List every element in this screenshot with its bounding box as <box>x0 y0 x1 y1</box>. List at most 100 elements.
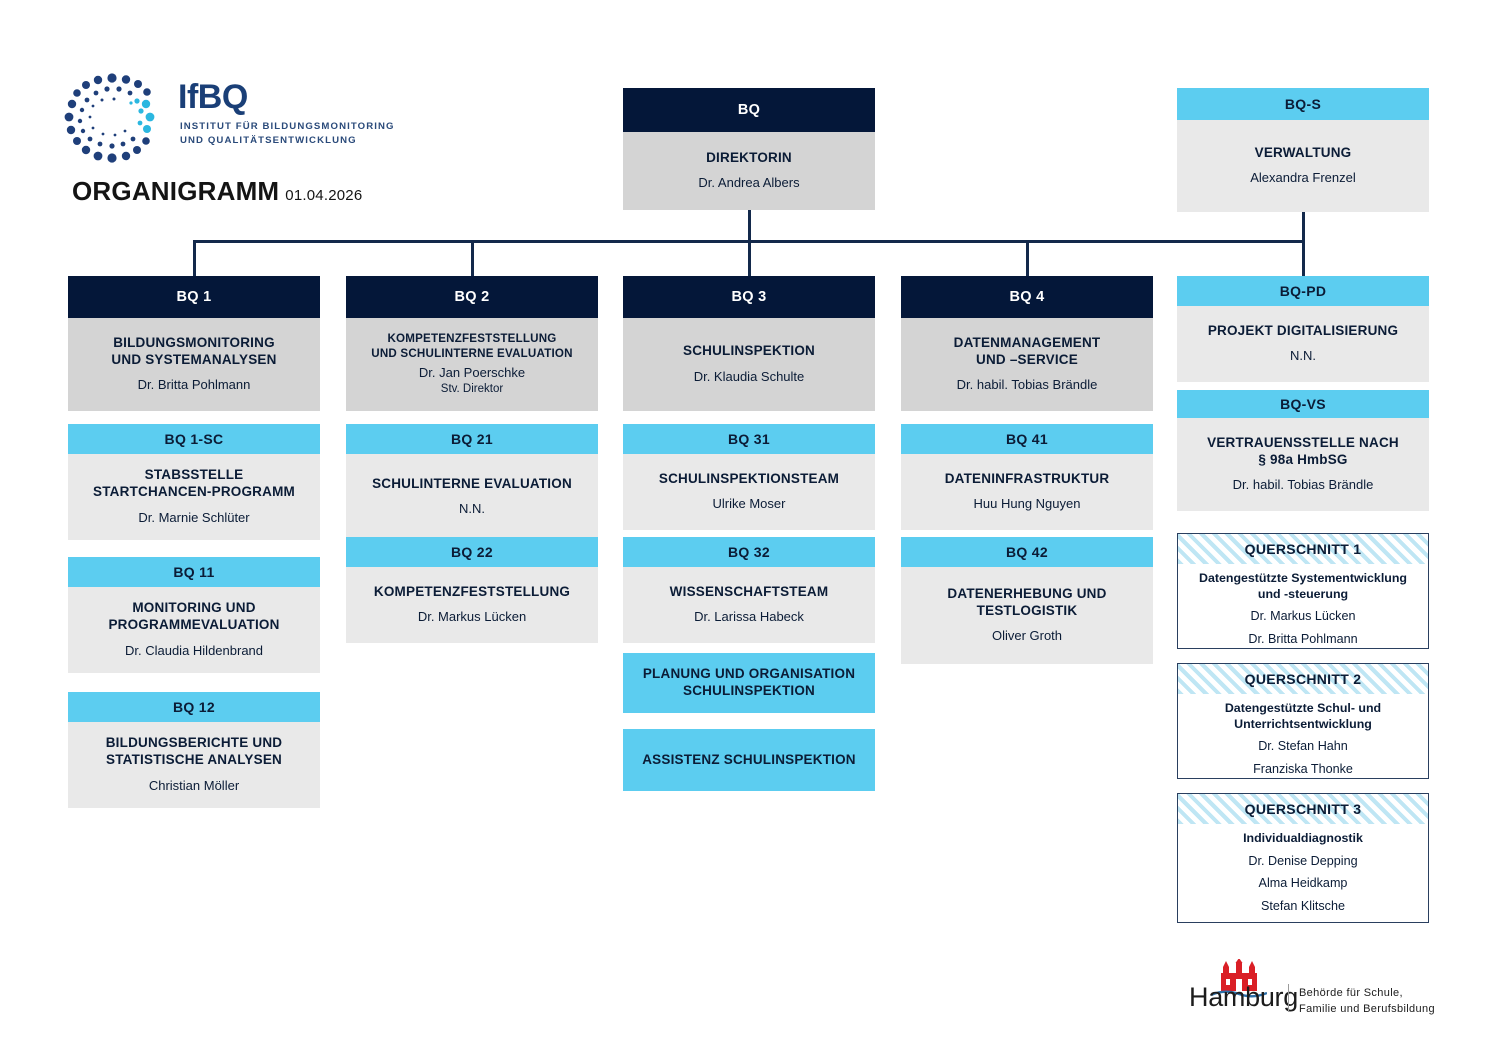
unit-bqvs-code-header: BQ-VS <box>1177 390 1429 418</box>
querschnitt-2-header: QUERSCHNITT 2 <box>1178 664 1428 694</box>
unit-bq12-code-header: BQ 12 <box>68 692 320 722</box>
department-bq3-title: SCHULINSPEKTION <box>682 343 815 359</box>
unit-bqvs-title-line2: § 98a HmbSG <box>1258 451 1348 467</box>
department-bq2-code: BQ 2 <box>454 289 490 305</box>
page-title-text: ORGANIGRAMM <box>72 176 280 206</box>
unit-bq31-code: BQ 31 <box>728 431 770 447</box>
unit-bq42-box: DATENERHEBUNG UND TESTLOGISTIK Oliver Gr… <box>901 567 1153 664</box>
director-person: Dr. Andrea Albers <box>698 175 800 191</box>
unit-bq1sc-box: STABSSTELLE STARTCHANCEN-PROGRAMM Dr. Ma… <box>68 454 320 540</box>
querschnitt-2-subtitle-line2: Unterrichtsentwicklung <box>1234 716 1372 731</box>
department-bq2-box: KOMPETENZFESTSTELLUNG UND SCHULINTERNE E… <box>346 318 598 411</box>
hamburg-crest-icon <box>1211 959 1267 998</box>
administration-code-header: BQ-S <box>1177 88 1429 120</box>
unit-planung-organisation-line2: SCHULINSPEKTION <box>682 683 815 698</box>
unit-bq22-code: BQ 22 <box>451 544 493 560</box>
footer-agency-line2: Familie und Berufsbildung <box>1299 1002 1435 1015</box>
ifbq-dot-ring-logo <box>64 73 155 163</box>
querschnitt-3-header: QUERSCHNITT 3 <box>1178 794 1428 824</box>
unit-bq32-title: WISSENSCHAFTSTEAM <box>669 583 829 599</box>
department-bq1-title-line2: UND SYSTEMANALYSEN <box>111 351 277 367</box>
querschnitt-3-person-3: Stefan Klitsche <box>1260 898 1345 913</box>
querschnitt-1-person-2: Dr. Britta Pohlmann <box>1248 631 1358 646</box>
department-bq2-person-note: Stv. Direktor <box>440 383 504 396</box>
unit-bq42-title-line1: DATENERHEBUNG UND <box>947 585 1107 601</box>
connector-drop-bq4 <box>1026 240 1029 276</box>
querschnitt-2-box: QUERSCHNITT 2 Datengestützte Schul- und … <box>1177 663 1429 779</box>
unit-bq21-box: SCHULINTERNE EVALUATION N.N. <box>346 454 598 540</box>
querschnitt-1-person-1: Dr. Markus Lücken <box>1250 609 1356 623</box>
department-bq3-box: SCHULINSPEKTION Dr. Klaudia Schulte <box>623 318 875 411</box>
unit-bq1sc-title: STABSSTELLE STARTCHANCEN-PROGRAMM <box>93 467 295 501</box>
unit-bq11-title-line1: MONITORING UND <box>132 600 256 616</box>
unit-planung-organisation-line1: PLANUNG UND ORGANISATION <box>642 666 856 682</box>
unit-bq21-title: SCHULINTERNE EVALUATION <box>372 475 572 491</box>
unit-bqpd-person: N.N. <box>1290 348 1316 364</box>
department-bq4-title-line2: UND –SERVICE <box>976 351 1078 367</box>
querschnitt-2-person-1: Dr. Stefan Hahn <box>1258 739 1348 753</box>
unit-bqpd-title: PROJEKT DIGITALISIERUNG <box>1207 322 1399 338</box>
unit-bq22-person: Dr. Markus Lücken <box>417 609 527 625</box>
unit-bq12-code: BQ 12 <box>173 699 215 715</box>
unit-bq31-box: SCHULINSPEKTIONSTEAM Ulrike Moser <box>623 454 875 530</box>
department-bq2-title: KOMPETENZFESTSTELLUNG UND SCHULINTERNE E… <box>371 332 572 361</box>
footer-divider <box>1288 984 1289 1012</box>
unit-bqpd-code-header: BQ-PD <box>1177 276 1429 306</box>
unit-bq41-code: BQ 41 <box>1006 431 1048 447</box>
connector-drop-bq3 <box>748 240 751 276</box>
administration-box: VERWALTUNG Alexandra Frenzel <box>1177 120 1429 212</box>
unit-bq21-code: BQ 21 <box>451 431 493 447</box>
department-bq3-person: Dr. Klaudia Schulte <box>693 368 805 384</box>
unit-bq42-code-header: BQ 42 <box>901 537 1153 567</box>
department-bq1-person: Dr. Britta Pohlmann <box>137 377 251 393</box>
administration-person: Alexandra Frenzel <box>1250 170 1356 186</box>
querschnitt-3-box: QUERSCHNITT 3 Individualdiagnostik Dr. D… <box>1177 793 1429 923</box>
unit-bq12-box: BILDUNGSBERICHTE UND STATISTISCHE ANALYS… <box>68 722 320 808</box>
unit-bq12-title-line1: BILDUNGSBERICHTE UND <box>105 735 283 751</box>
unit-bq1sc-code-header: BQ 1-SC <box>68 424 320 454</box>
unit-bq1sc-title-line2: STARTCHANCEN-PROGRAMM <box>93 484 295 500</box>
unit-bq11-code: BQ 11 <box>173 564 215 580</box>
querschnitt-2-subtitle: Datengestützte Schul- und Unterrichtsent… <box>1186 701 1420 732</box>
department-bq3-code: BQ 3 <box>731 289 767 305</box>
unit-bq12-title-line2: STATISTISCHE ANALYSEN <box>106 752 282 768</box>
administration-role: VERWALTUNG <box>1254 144 1352 160</box>
querschnitt-1-subtitle-line2: und -steuerung <box>1257 586 1349 601</box>
querschnitt-1-box: QUERSCHNITT 1 Datengestützte Systementwi… <box>1177 533 1429 649</box>
unit-bq42-title: DATENERHEBUNG UND TESTLOGISTIK <box>947 586 1106 620</box>
unit-bq32-code: BQ 32 <box>728 544 770 560</box>
unit-bq11-title: MONITORING UND PROGRAMMEVALUATION <box>108 600 279 634</box>
unit-bqvs-title: VERTRAUENSSTELLE NACH § 98a HmbSG <box>1207 435 1399 469</box>
querschnitt-3-body: Individualdiagnostik Dr. Denise Depping … <box>1178 824 1428 924</box>
unit-bq32-box: WISSENSCHAFTSTEAM Dr. Larissa Habeck <box>623 567 875 643</box>
department-bq4-title-line1: DATENMANAGEMENT <box>953 334 1101 350</box>
connector-drop-bq2 <box>471 240 474 276</box>
department-bq1-code: BQ 1 <box>176 289 212 305</box>
director-box: DIREKTORIN Dr. Andrea Albers <box>623 132 875 210</box>
department-bq2-title-line1: KOMPETENZFESTSTELLUNG <box>387 332 557 346</box>
director-code-header: BQ <box>623 88 875 132</box>
unit-bq41-title: DATENINFRASTRUKTUR <box>944 470 1110 486</box>
department-bq1-code-header: BQ 1 <box>68 276 320 318</box>
department-bq3-code-header: BQ 3 <box>623 276 875 318</box>
querschnitt-3-subtitle: Individualdiagnostik <box>1243 831 1363 845</box>
unit-bq41-box: DATENINFRASTRUKTUR Huu Hung Nguyen <box>901 454 1153 530</box>
unit-bq31-title: SCHULINSPEKTIONSTEAM <box>658 470 840 486</box>
unit-bq11-person: Dr. Claudia Hildenbrand <box>124 642 264 658</box>
brand-subtitle-line2: UND QUALITÄTSENTWICKLUNG <box>180 134 357 146</box>
unit-bqvs-person: Dr. habil. Tobias Brändle <box>1232 477 1374 493</box>
hamburg-wordmark: Hamburg <box>1189 982 1298 1012</box>
unit-bqvs-code: BQ-VS <box>1280 396 1326 412</box>
unit-bq41-code-header: BQ 41 <box>901 424 1153 454</box>
unit-bq12-person: Christian Möller <box>148 777 240 793</box>
footer-agency-line1: Behörde für Schule, <box>1299 987 1403 999</box>
department-bq2-title-line2: UND SCHULINTERNE EVALUATION <box>371 346 573 360</box>
unit-bq42-person: Oliver Groth <box>991 628 1063 644</box>
department-bq2-code-header: BQ 2 <box>346 276 598 318</box>
brand-acronym: IfBQ <box>178 78 248 116</box>
unit-bq22-code-header: BQ 22 <box>346 537 598 567</box>
querschnitt-1-header: QUERSCHNITT 1 <box>1178 534 1428 564</box>
department-bq4-code-header: BQ 4 <box>901 276 1153 318</box>
